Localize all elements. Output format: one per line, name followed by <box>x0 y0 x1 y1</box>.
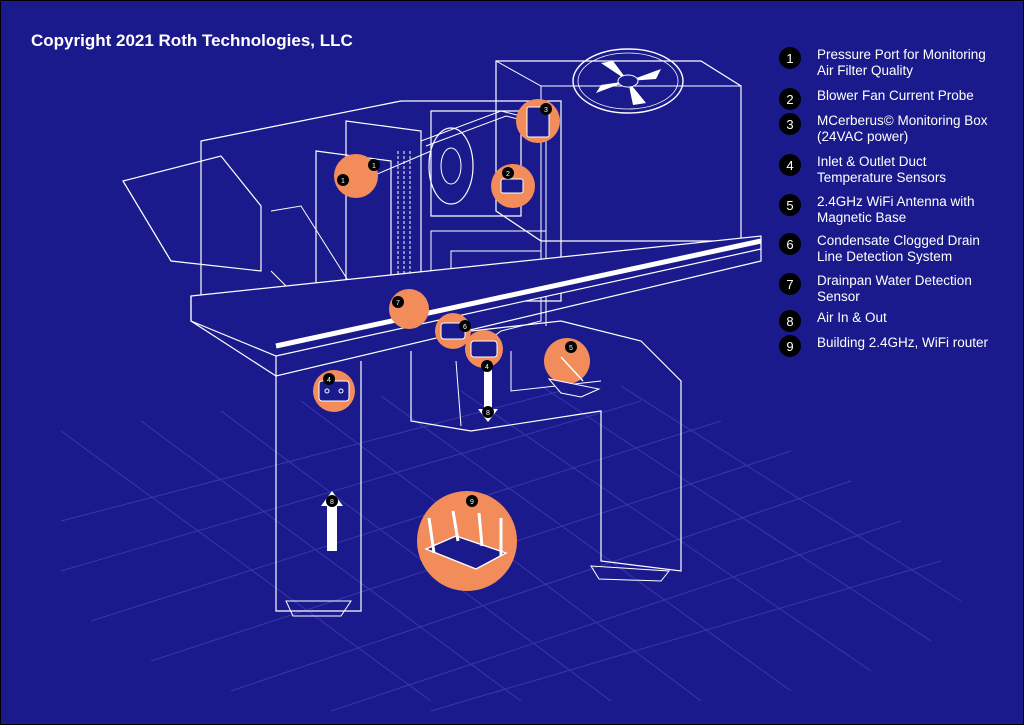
svg-text:5: 5 <box>569 345 573 352</box>
copyright-text: Copyright 2021 Roth Technologies, LLC <box>31 31 353 50</box>
legend-number: 4 <box>779 154 801 176</box>
arrow-down-icon <box>478 366 498 422</box>
legend-item-7: 7 Drainpan Water Detection Sensor <box>779 273 1019 310</box>
legend-number: 6 <box>779 233 801 255</box>
svg-text:7: 7 <box>396 300 400 307</box>
legend-label: MCerberus© Monitoring Box (24VAC power) <box>817 113 988 144</box>
callout-6: 6 <box>459 320 471 332</box>
legend-number: 1 <box>779 47 801 69</box>
svg-text:8: 8 <box>330 499 334 506</box>
antenna-highlight <box>544 338 590 384</box>
legend-label: Condensate Clogged Drain Line Detection … <box>817 233 980 264</box>
legend-item-1: 1 Pressure Port for Monitoring Air Filte… <box>779 47 1019 88</box>
legend-label: Air In & Out <box>817 310 887 325</box>
condenser-unit <box>495 48 742 242</box>
legend-item-6: 6 Condensate Clogged Drain Line Detectio… <box>779 233 1019 273</box>
legend-number: 8 <box>779 310 801 332</box>
arrow-up-icon <box>321 491 343 551</box>
drainpan-sensor-highlight <box>389 289 429 329</box>
legend-label: 2.4GHz WiFi Antenna with Magnetic Base <box>817 194 975 225</box>
legend: 1 Pressure Port for Monitoring Air Filte… <box>779 47 1019 360</box>
legend-number: 5 <box>779 194 801 216</box>
router-icon <box>424 535 508 570</box>
svg-text:9: 9 <box>470 499 474 506</box>
callout-9: 9 <box>466 495 478 507</box>
legend-label: Building 2.4GHz, WiFi router <box>817 335 989 350</box>
callout-1a: 1 <box>337 174 349 186</box>
callout-8a: 8 <box>482 406 494 418</box>
svg-text:6: 6 <box>463 324 467 331</box>
callout-3: 3 <box>540 103 552 115</box>
legend-item-3: 3 MCerberus© Monitoring Box (24VAC power… <box>779 113 1019 154</box>
floor-grid <box>60 385 962 712</box>
fan-icon <box>572 48 684 114</box>
component-highlights <box>313 99 590 591</box>
svg-text:3: 3 <box>544 107 548 114</box>
callout-7: 7 <box>392 296 404 308</box>
legend-label: Drainpan Water Detection Sensor <box>817 273 972 304</box>
svg-text:8: 8 <box>486 410 490 417</box>
callout-2: 2 <box>502 167 514 179</box>
callout-4a: 4 <box>481 360 493 372</box>
svg-text:1: 1 <box>341 178 345 185</box>
legend-number: 2 <box>779 88 801 110</box>
svg-text:1: 1 <box>372 163 376 170</box>
antenna-icon <box>547 378 601 398</box>
svg-text:2: 2 <box>506 171 510 178</box>
platform <box>190 235 762 377</box>
pressure-port-highlight <box>334 154 378 198</box>
callout-8b: 8 <box>326 495 338 507</box>
legend-number: 3 <box>779 113 801 135</box>
component-devices <box>318 106 601 570</box>
callout-4b: 4 <box>323 373 335 385</box>
legend-label: Blower Fan Current Probe <box>817 88 974 103</box>
legend-label: Pressure Port for Monitoring Air Filter … <box>817 47 986 78</box>
legend-label: Inlet & Outlet Duct Temperature Sensors <box>817 154 947 185</box>
legend-item-9: 9 Building 2.4GHz, WiFi router <box>779 335 1019 360</box>
svg-text:4: 4 <box>327 377 331 384</box>
callout-1b: 1 <box>368 159 380 171</box>
ductwork <box>275 320 682 617</box>
legend-item-2: 2 Blower Fan Current Probe <box>779 88 1019 113</box>
airflow-arrows <box>321 366 498 551</box>
callout-5: 5 <box>565 341 577 353</box>
callout-badges: 1 1 2 3 7 6 4 4 5 8 8 9 <box>323 103 577 507</box>
svg-text:4: 4 <box>485 364 489 371</box>
legend-number: 7 <box>779 273 801 295</box>
legend-number: 9 <box>779 335 801 357</box>
legend-item-4: 4 Inlet & Outlet Duct Temperature Sensor… <box>779 154 1019 194</box>
legend-item-8: 8 Air In & Out <box>779 310 1019 335</box>
legend-item-5: 5 2.4GHz WiFi Antenna with Magnetic Base <box>779 194 1019 233</box>
